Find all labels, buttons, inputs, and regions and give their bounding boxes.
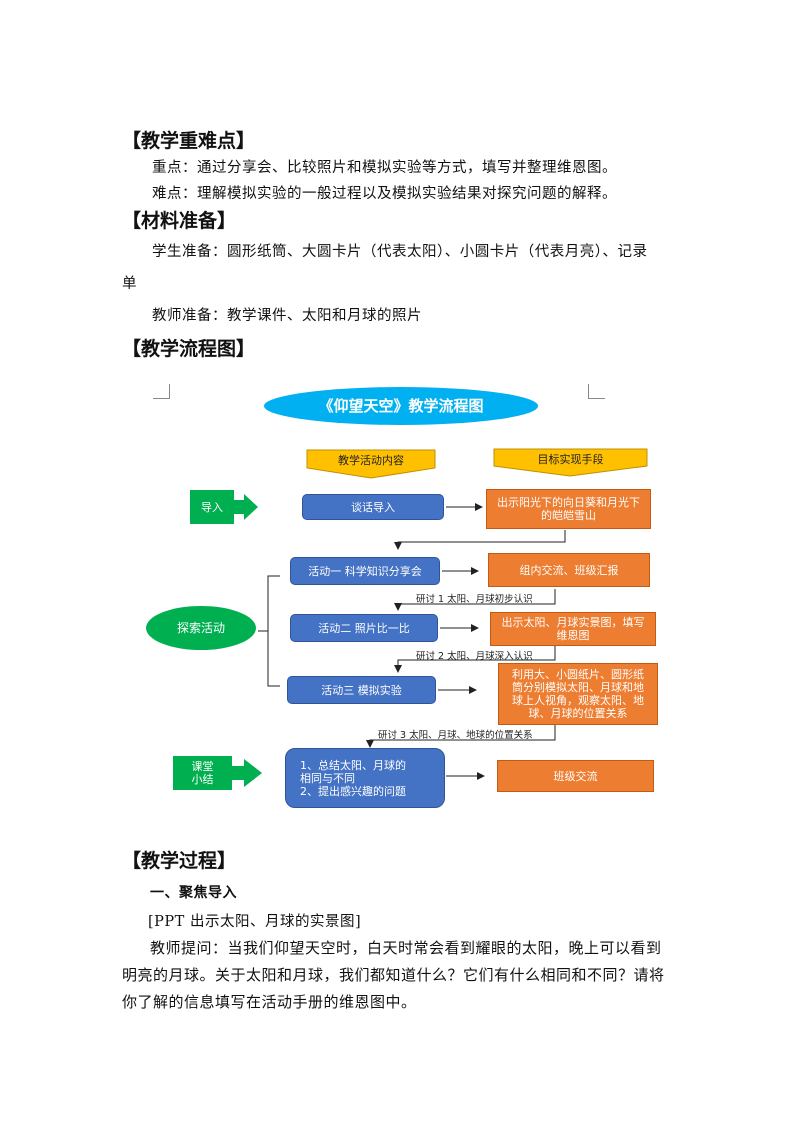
heading-key-points: 【教学重难点】 [122, 130, 256, 152]
intro-arrow-icon [232, 494, 258, 520]
crop-mark-right [588, 384, 605, 399]
summary-tag: 课堂 小结 [173, 756, 232, 790]
column-content-label: 教学活动内容 [338, 453, 404, 467]
heading-flowchart: 【教学流程图】 [122, 338, 256, 360]
student-materials-line2: 单 [122, 276, 137, 292]
summary-line2: 2、提出感兴趣的问题 [300, 784, 406, 798]
heading-materials: 【材料准备】 [122, 210, 237, 232]
summary-box: 1、总结太阳、月球的相同与不同 2、提出感兴趣的问题 [285, 748, 445, 808]
explore-tag: 探索活动 [146, 606, 256, 650]
flowchart-title: 《仰望天空》教学流程图 [264, 387, 538, 425]
summary-arrow-icon [232, 759, 262, 787]
ppt-note: [PPT 出示太阳、月球的实景图] [148, 914, 362, 930]
activity3-means: 利用大、小圆纸片、圆形纸筒分别模拟太阳、月球和地球上人视角，观察太阳、地球、月球… [498, 663, 658, 725]
seminar1-label: 研讨 1 太阳、月球初步认识 [416, 594, 533, 605]
column-means-label: 目标实现手段 [537, 452, 604, 466]
activity3: 活动三 模拟实验 [287, 676, 436, 704]
summary-tag-line1: 课堂 [191, 760, 214, 773]
paragraph-line3: 你了解的信息填写在活动手册的维恩图中。 [122, 993, 417, 1011]
activity1: 活动一 科学知识分享会 [290, 557, 440, 585]
student-materials-line1: 学生准备：圆形纸筒、大圆卡片（代表太阳）、小圆卡片（代表月亮）、记录 [152, 244, 648, 260]
crop-mark-left [153, 384, 170, 399]
teacher-materials: 教师准备：教学课件、太阳和月球的照片 [152, 308, 422, 324]
activity2: 活动二 照片比一比 [290, 614, 438, 642]
difficulty-text: 难点：理解模拟实验的一般过程以及模拟实验结果对探究问题的解释。 [152, 186, 617, 202]
focus-text: 重点：通过分享会、比较照片和模拟实验等方式，填写并整理维恩图。 [152, 160, 617, 176]
summary-line1: 1、总结太阳、月球的相同与不同 [300, 758, 406, 785]
summary-means: 班级交流 [497, 760, 654, 792]
summary-tag-line2: 小结 [191, 773, 214, 786]
heading-process: 【教学过程】 [122, 850, 237, 872]
section-focus-intro: 一、聚焦导入 [150, 885, 237, 901]
activity1-means: 组内交流、班级汇报 [488, 553, 650, 587]
seminar3-label: 研讨 3 太阳、月球、地球的位置关系 [378, 730, 533, 741]
paragraph-line2: 明亮的月球。关于太阳和月球，我们都知道什么？它们有什么相同和不同？请将 [122, 966, 665, 984]
intro-activity: 谈话导入 [302, 494, 444, 520]
intro-tag: 导入 [190, 490, 234, 524]
activity2-means: 出示太阳、月球实景图，填写维恩图 [490, 612, 656, 646]
paragraph-line1: 教师提问：当我们仰望天空时，白天时常会看到耀眼的太阳，晚上可以看到 [150, 939, 662, 957]
seminar2-label: 研讨 2 太阳、月球深入认识 [416, 651, 533, 662]
intro-means: 出示阳光下的向日葵和月光下的皑皑雪山 [486, 489, 651, 529]
